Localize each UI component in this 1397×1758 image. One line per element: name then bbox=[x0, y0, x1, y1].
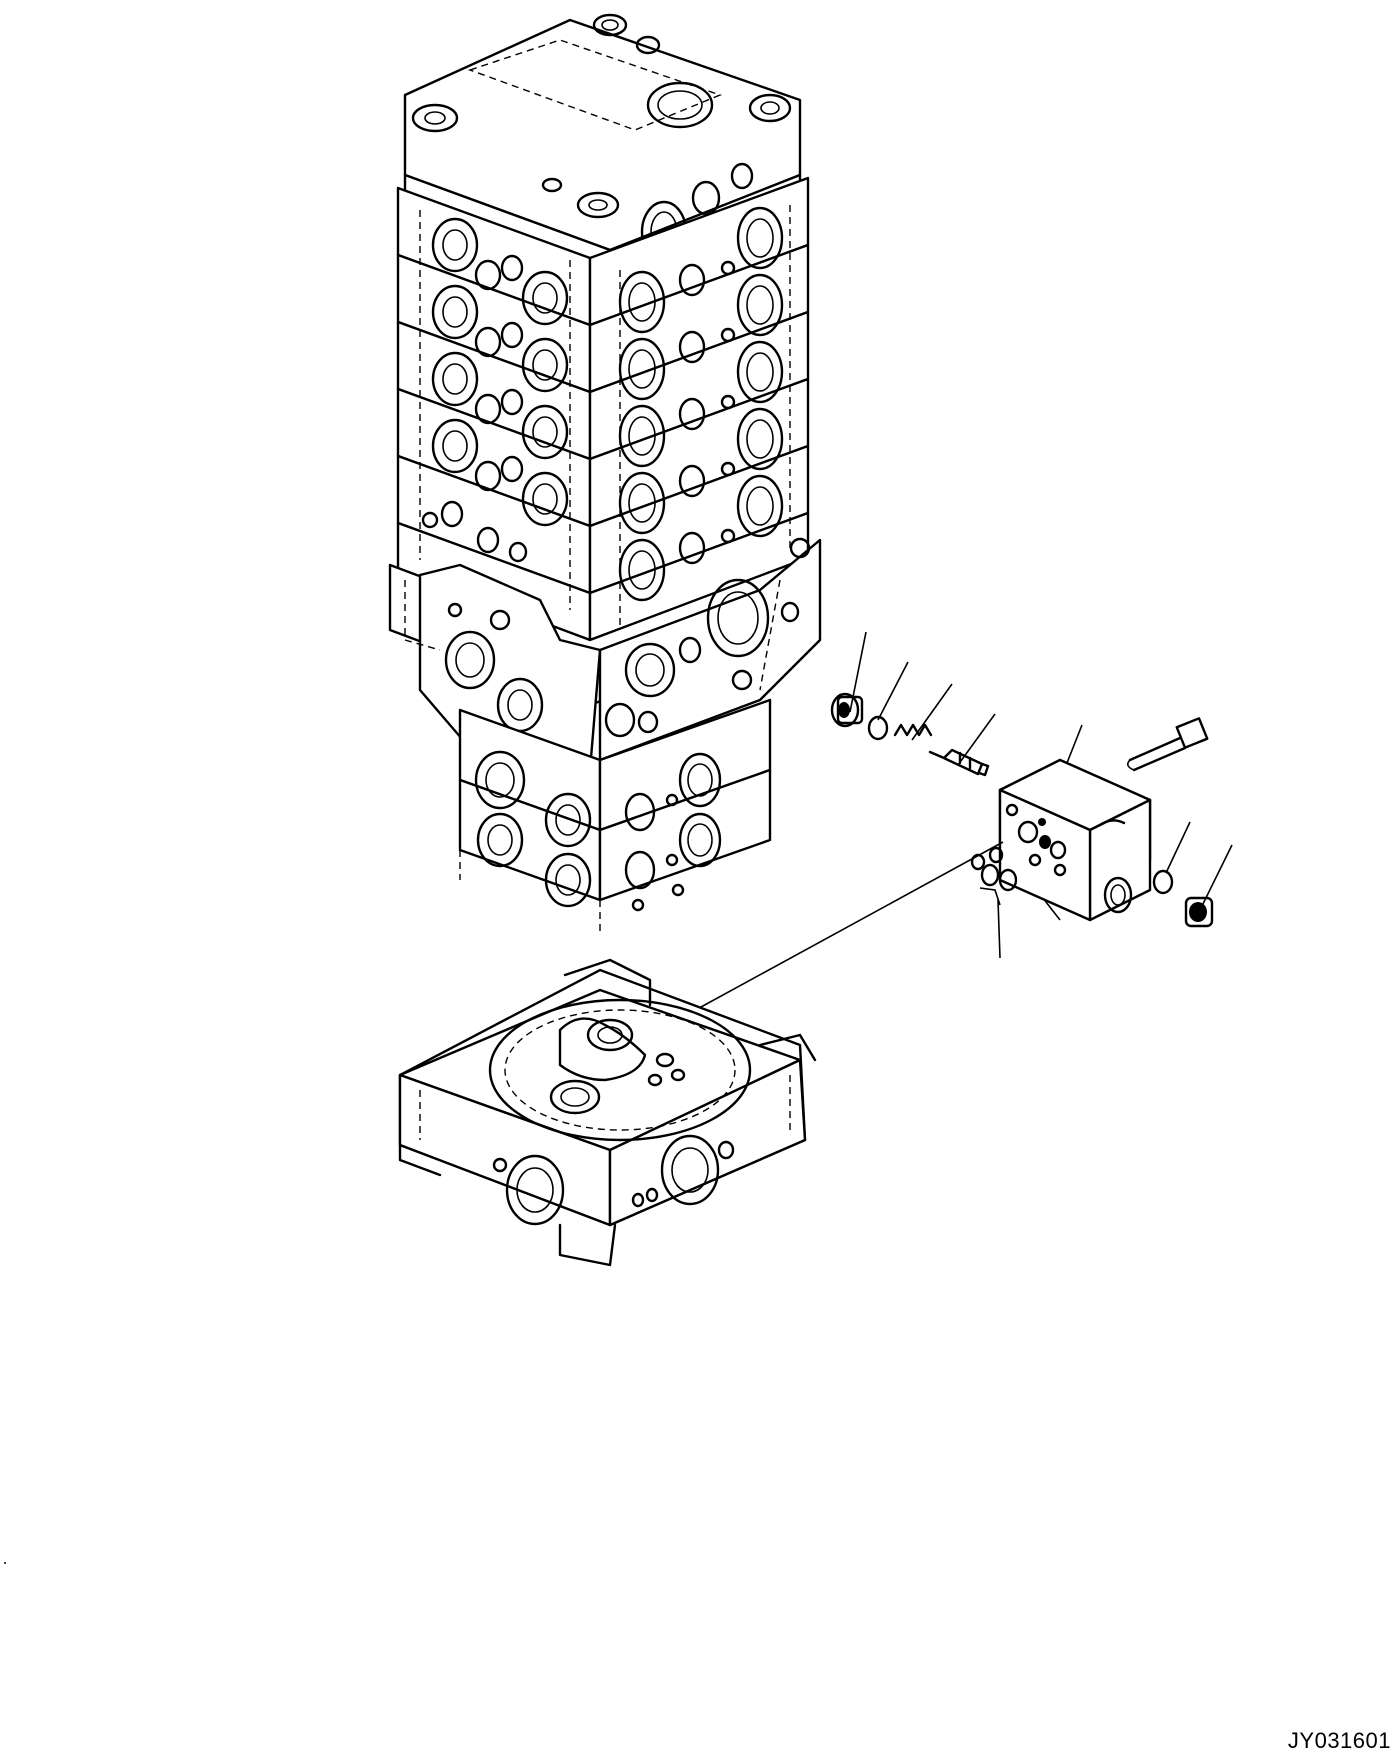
margin-mark bbox=[4, 1562, 6, 1564]
o-ring-icon bbox=[867, 715, 889, 741]
exploded-parts bbox=[689, 631, 1233, 1014]
right-ports bbox=[618, 205, 791, 630]
spool-icon bbox=[928, 748, 990, 777]
valve-base-icon bbox=[398, 958, 817, 1267]
valve-lower-sections bbox=[458, 698, 772, 935]
valve-block-icon bbox=[998, 758, 1152, 922]
spring-icon bbox=[893, 723, 933, 737]
plug-icon bbox=[830, 692, 864, 728]
valve-sections bbox=[396, 176, 810, 642]
o-ring-icon bbox=[970, 846, 1018, 906]
drawing-code: JY031601 bbox=[1287, 1728, 1391, 1753]
left-ports bbox=[419, 210, 571, 610]
o-ring-icon bbox=[1152, 869, 1174, 895]
bolt-icon bbox=[1126, 717, 1209, 772]
control-valve-stack-icon bbox=[388, 13, 822, 935]
plug-icon bbox=[1184, 896, 1214, 928]
